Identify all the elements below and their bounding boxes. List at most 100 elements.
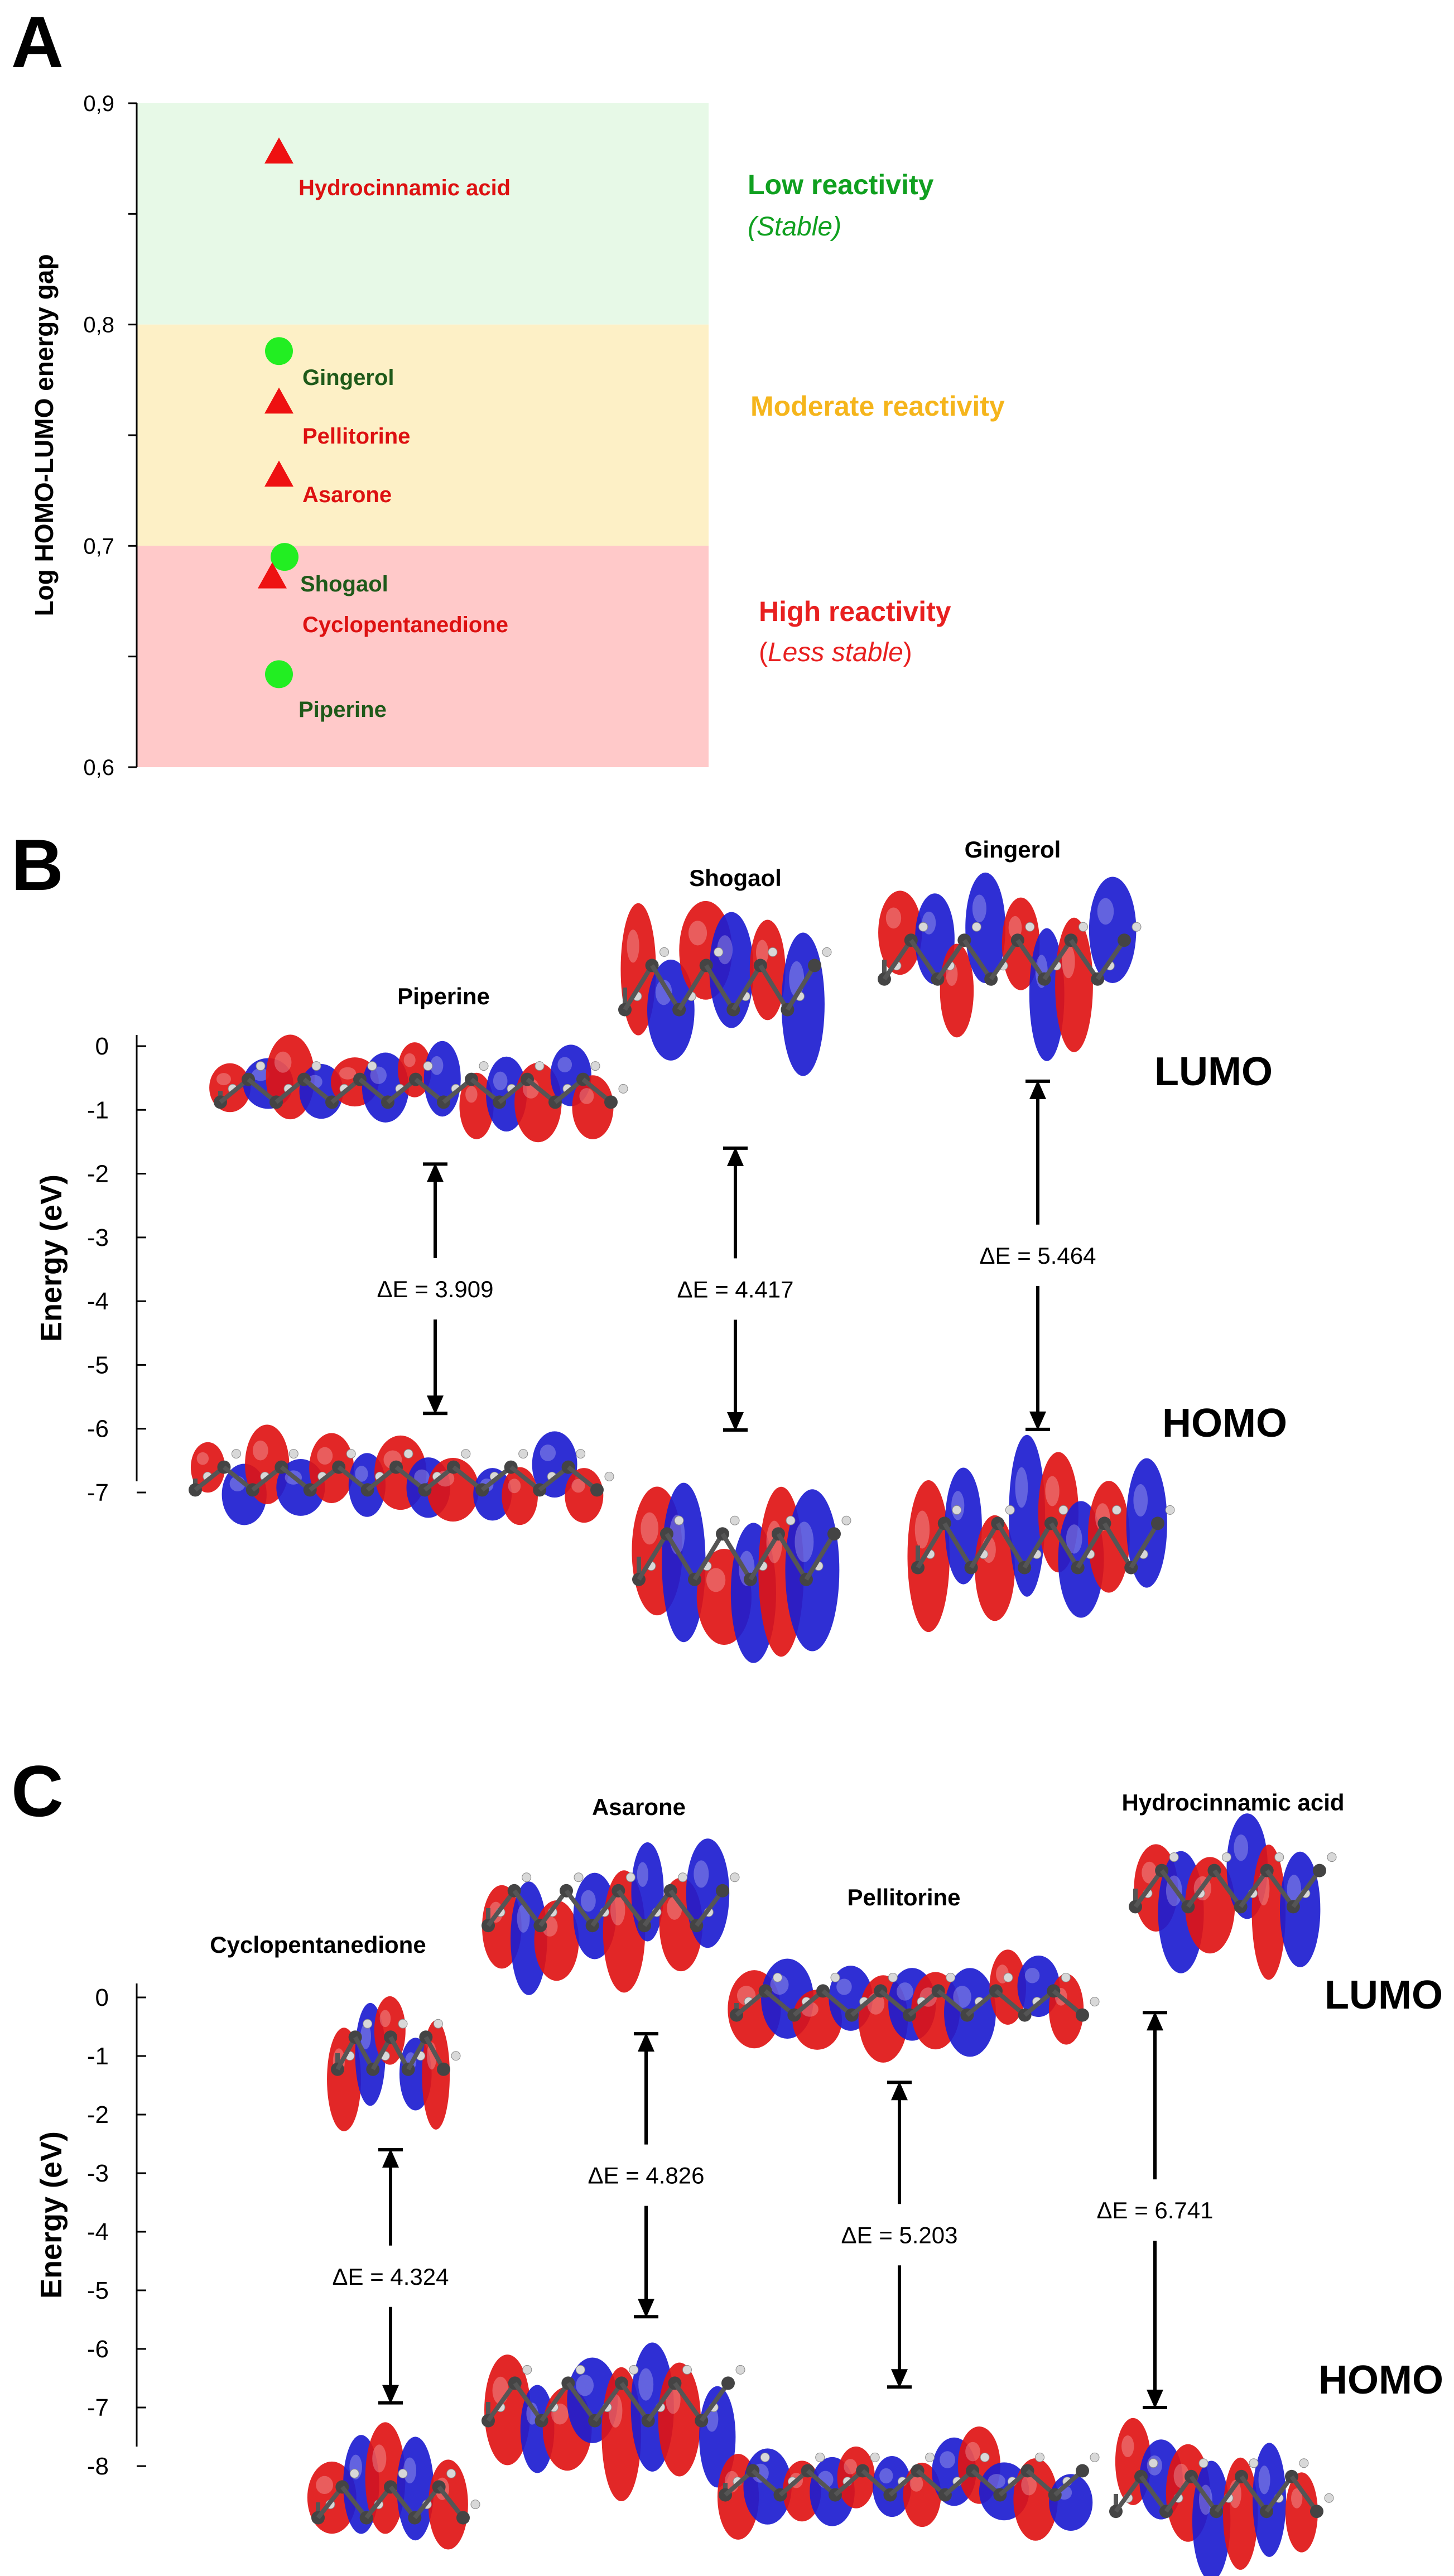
point-asarone <box>264 460 293 487</box>
atom <box>760 2452 770 2462</box>
orbital-lobe <box>397 2437 434 2541</box>
b-gingerol-arrow-down-head <box>1029 1411 1046 1431</box>
atom <box>1299 2458 1309 2468</box>
atom <box>822 947 832 957</box>
bond <box>564 1889 594 1927</box>
atom <box>451 2051 461 2061</box>
orbital-highlight <box>914 1510 930 1549</box>
b-tick-label: -4 <box>87 1288 109 1315</box>
c-hydrocinnamic-acid-name: Hydrocinnamic acid <box>1121 1789 1344 1816</box>
orbital-highlight <box>879 2468 893 2484</box>
c-pellitorine-name: Pellitorine <box>847 1884 960 1910</box>
bond <box>704 964 735 1011</box>
bond <box>1164 2475 1193 2513</box>
b-y-axis-label: Energy (eV) <box>35 1174 68 1342</box>
atom <box>888 1972 898 1982</box>
atom <box>575 2365 585 2375</box>
atom <box>1310 2505 1323 2519</box>
atom <box>1090 1997 1100 2007</box>
orbital-highlight <box>372 2444 387 2473</box>
bond <box>942 1522 973 1569</box>
bond <box>1265 1869 1296 1908</box>
atom <box>808 959 821 972</box>
c-pellitorine-gap-label: ΔE = 5.203 <box>841 2222 957 2248</box>
bond <box>619 2382 650 2422</box>
orbital-highlight <box>972 894 986 923</box>
atom <box>1151 1516 1164 1530</box>
orbital-lobe <box>309 1433 354 1504</box>
c-hydrocinnamic-acid-homo-orbital <box>1109 2418 1334 2576</box>
bond <box>1129 1522 1160 1569</box>
b-shogaol-arrow-up-head <box>727 1147 744 1166</box>
c-pellitorine-homo-orbital <box>717 2426 1100 2541</box>
c-homo-label: HOMO <box>1318 2358 1443 2402</box>
orbital-highlight <box>508 1479 521 1494</box>
orbital-lobe <box>422 2020 450 2130</box>
atom <box>1076 2464 1089 2478</box>
atom <box>574 1872 584 1882</box>
orbital-highlight <box>430 1056 444 1075</box>
orbital-highlight <box>1121 2435 1134 2458</box>
c-tick-label: -1 <box>87 2043 109 2070</box>
c-cyclopentanedione-homo-orbital <box>307 2422 480 2550</box>
label-pellitorine: Pellitorine <box>302 424 410 449</box>
b-shogaol-gap-label: ΔE = 4.417 <box>677 1276 793 1302</box>
atom <box>659 947 670 957</box>
c-cyclopentanedione-lumo-orbital <box>327 1996 461 2131</box>
a-band-subtitle-2: (Less stable) <box>759 638 912 667</box>
a-band-title-1: Moderate reactivity <box>750 391 1005 422</box>
bond <box>668 1889 699 1927</box>
atom <box>590 1483 604 1497</box>
orbital-highlight <box>360 2023 372 2049</box>
c-asarone-arrow-up-head <box>638 2033 654 2052</box>
point-pellitorine <box>264 387 293 414</box>
orbital-lobe <box>903 2462 941 2527</box>
bond <box>1239 2475 1269 2513</box>
c-asarone-arrow-down-head <box>638 2299 654 2318</box>
b-tick-label: -2 <box>87 1161 109 1188</box>
bond <box>758 964 789 1011</box>
bond <box>665 1533 697 1581</box>
orbital-highlight <box>755 940 769 965</box>
atom <box>1169 1852 1179 1862</box>
b-tick-label: -3 <box>87 1224 109 1251</box>
orbital-highlight <box>1291 2488 1303 2508</box>
bond <box>776 1533 808 1581</box>
bond <box>692 1533 725 1581</box>
atom <box>682 2365 692 2375</box>
atom <box>590 1061 600 1071</box>
atom <box>1061 1972 1071 1982</box>
orbital-highlight <box>1097 898 1114 925</box>
c-y-axis-label: Energy (eV) <box>35 2131 68 2299</box>
atom <box>1090 2452 1100 2462</box>
b-gingerol-gap-label: ΔE = 5.464 <box>979 1243 1096 1269</box>
atom <box>618 1084 628 1094</box>
bond <box>882 938 913 981</box>
orbital-lobe <box>1253 2443 1286 2557</box>
bond <box>512 1889 542 1927</box>
bond <box>650 964 681 1011</box>
c-pellitorine-arrow-down-head <box>891 2369 908 2389</box>
orbital-highlight <box>608 2394 623 2428</box>
b-tick-label: -6 <box>87 1415 109 1443</box>
c-tick-label: -4 <box>87 2218 109 2246</box>
atom <box>522 2365 532 2375</box>
bond <box>538 1889 569 1927</box>
bond <box>995 1522 1027 1569</box>
bond <box>1139 2475 1168 2513</box>
bond <box>936 938 966 981</box>
bond <box>1076 1522 1106 1569</box>
orbital-lobe <box>565 1468 604 1523</box>
atom <box>971 922 981 932</box>
c-hydrocinnamic-acid-arrow-up-head <box>1147 2011 1163 2031</box>
orbital-highlight <box>414 1469 430 1485</box>
atom <box>518 1449 528 1459</box>
bond <box>1214 2475 1244 2513</box>
orbital-highlight <box>316 2476 334 2495</box>
c-lumo-label: LUMO <box>1325 1973 1443 2018</box>
c-pellitorine-lumo-orbital <box>728 1949 1100 2063</box>
b-shogaol-arrow-down-head <box>727 1412 744 1431</box>
b-piperine-gap-label: ΔE = 3.909 <box>377 1276 493 1302</box>
orbital-highlight <box>216 1073 231 1086</box>
c-asarone-lumo-orbital <box>482 1838 740 1995</box>
